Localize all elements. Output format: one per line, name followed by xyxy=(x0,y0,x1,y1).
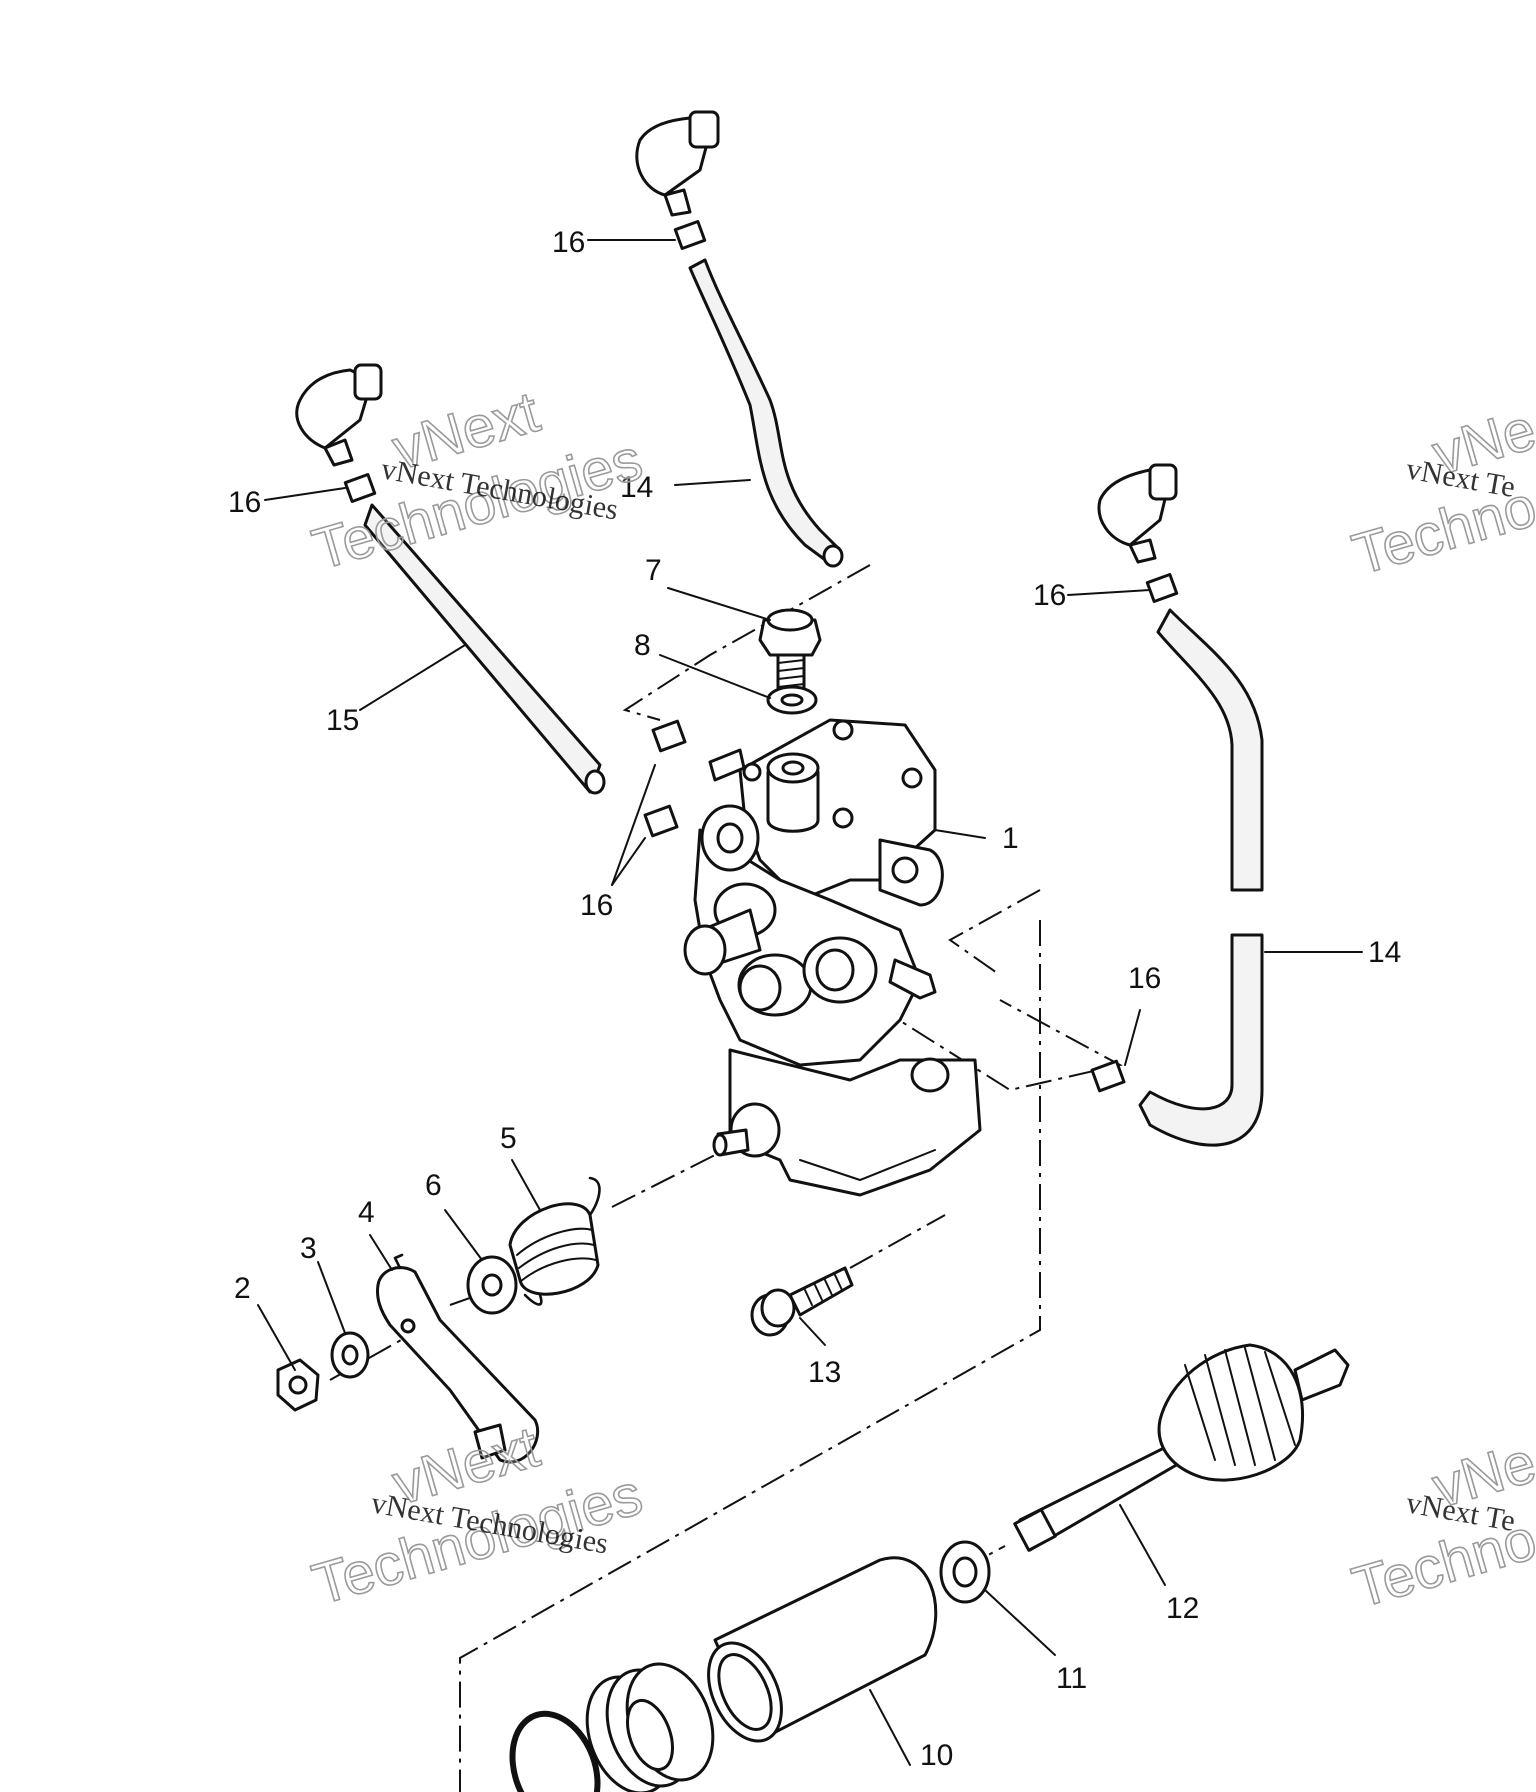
washer-6 xyxy=(466,1255,518,1315)
callout-6: 6 xyxy=(425,1169,442,1202)
callout-16-pump: 16 xyxy=(580,889,613,922)
callout-15: 15 xyxy=(326,704,359,737)
callout-7: 7 xyxy=(645,554,662,587)
callout-16-top: 16 xyxy=(552,226,585,259)
lever-4 xyxy=(376,1253,540,1464)
callout-16-left: 16 xyxy=(228,486,261,519)
hose-14r2-body xyxy=(1138,933,1264,1147)
hose-14r-body xyxy=(1156,608,1264,892)
pump-bleed-boss xyxy=(766,770,820,833)
sleeve-10 xyxy=(707,1556,938,1743)
fitting-top-cap xyxy=(688,110,720,149)
pump-nipple-left xyxy=(708,748,746,782)
assembly-centerlines xyxy=(329,564,1123,1792)
bolt-7 xyxy=(758,608,822,693)
callout-11: 11 xyxy=(1056,1662,1087,1695)
fitting-left-nipple xyxy=(323,438,354,467)
callout-5: 5 xyxy=(500,1122,517,1155)
gear-shaft-12 xyxy=(1013,1343,1350,1552)
hose-15-left xyxy=(295,363,606,795)
gear-12-teeth xyxy=(1157,1343,1305,1482)
fitting-top-nipple xyxy=(663,188,692,217)
fitting-left-cap xyxy=(353,363,383,401)
callout-16-right: 16 xyxy=(1033,579,1066,612)
centerline-right-port xyxy=(948,889,1041,976)
callout-numbers: 1 2 3 4 5 6 7 8 10 11 12 13 14 14 15 16 … xyxy=(228,226,1401,1772)
washer-8 xyxy=(766,685,818,715)
centerline-spring xyxy=(611,1154,716,1208)
fitting-right-nipple xyxy=(1128,538,1157,564)
callout-2: 2 xyxy=(234,1272,251,1305)
centerline-housing xyxy=(874,999,1123,1092)
spring-5 xyxy=(508,1176,601,1306)
callout-10: 10 xyxy=(920,1739,953,1772)
watermark-lower-left: vNext Technologies vNext Technologies xyxy=(305,1413,650,1618)
clamp-16-top xyxy=(673,219,707,251)
watermark-lower-right: vNe Techno vNext Te xyxy=(1345,1429,1536,1622)
o-ring xyxy=(509,1710,601,1792)
bolt-13 xyxy=(750,1266,854,1337)
fitting-right-cap xyxy=(1148,463,1178,501)
callout-1: 1 xyxy=(1002,822,1019,855)
callout-14-right: 14 xyxy=(1368,936,1401,969)
callout-12: 12 xyxy=(1166,1592,1199,1625)
pump-nipple-right xyxy=(888,958,937,1000)
washer-3 xyxy=(330,1331,370,1379)
clamp-16-left xyxy=(343,472,377,504)
leader-lines xyxy=(257,239,1363,1766)
centerline-bolt13 xyxy=(849,1214,946,1269)
hose-14-right-top xyxy=(1097,463,1264,892)
spring-bottom xyxy=(585,1662,715,1792)
clamp-16-right xyxy=(1145,572,1179,604)
nut-2 xyxy=(276,1358,320,1412)
hose-14-end xyxy=(822,544,844,568)
clamps-16-pump xyxy=(643,719,687,838)
centerline-bolt7 xyxy=(622,564,871,721)
callout-16-lower: 16 xyxy=(1128,962,1161,995)
oil-pump-body xyxy=(683,718,982,1197)
hose-14-top xyxy=(635,110,844,568)
clamp-16-lower xyxy=(1090,1059,1126,1093)
callout-14-top: 14 xyxy=(620,471,653,504)
washer-11 xyxy=(939,1540,991,1604)
hose-14-right-lower xyxy=(1090,933,1264,1147)
callout-13: 13 xyxy=(808,1356,841,1389)
callout-8: 8 xyxy=(634,629,651,662)
hose-14-body xyxy=(688,258,842,564)
callout-3: 3 xyxy=(300,1232,317,1265)
watermark-upper-right: vNe Techno vNext Te xyxy=(1345,396,1536,589)
lever-4-nut xyxy=(473,1423,507,1460)
callout-4: 4 xyxy=(358,1196,375,1229)
hose-15-end xyxy=(584,769,606,795)
